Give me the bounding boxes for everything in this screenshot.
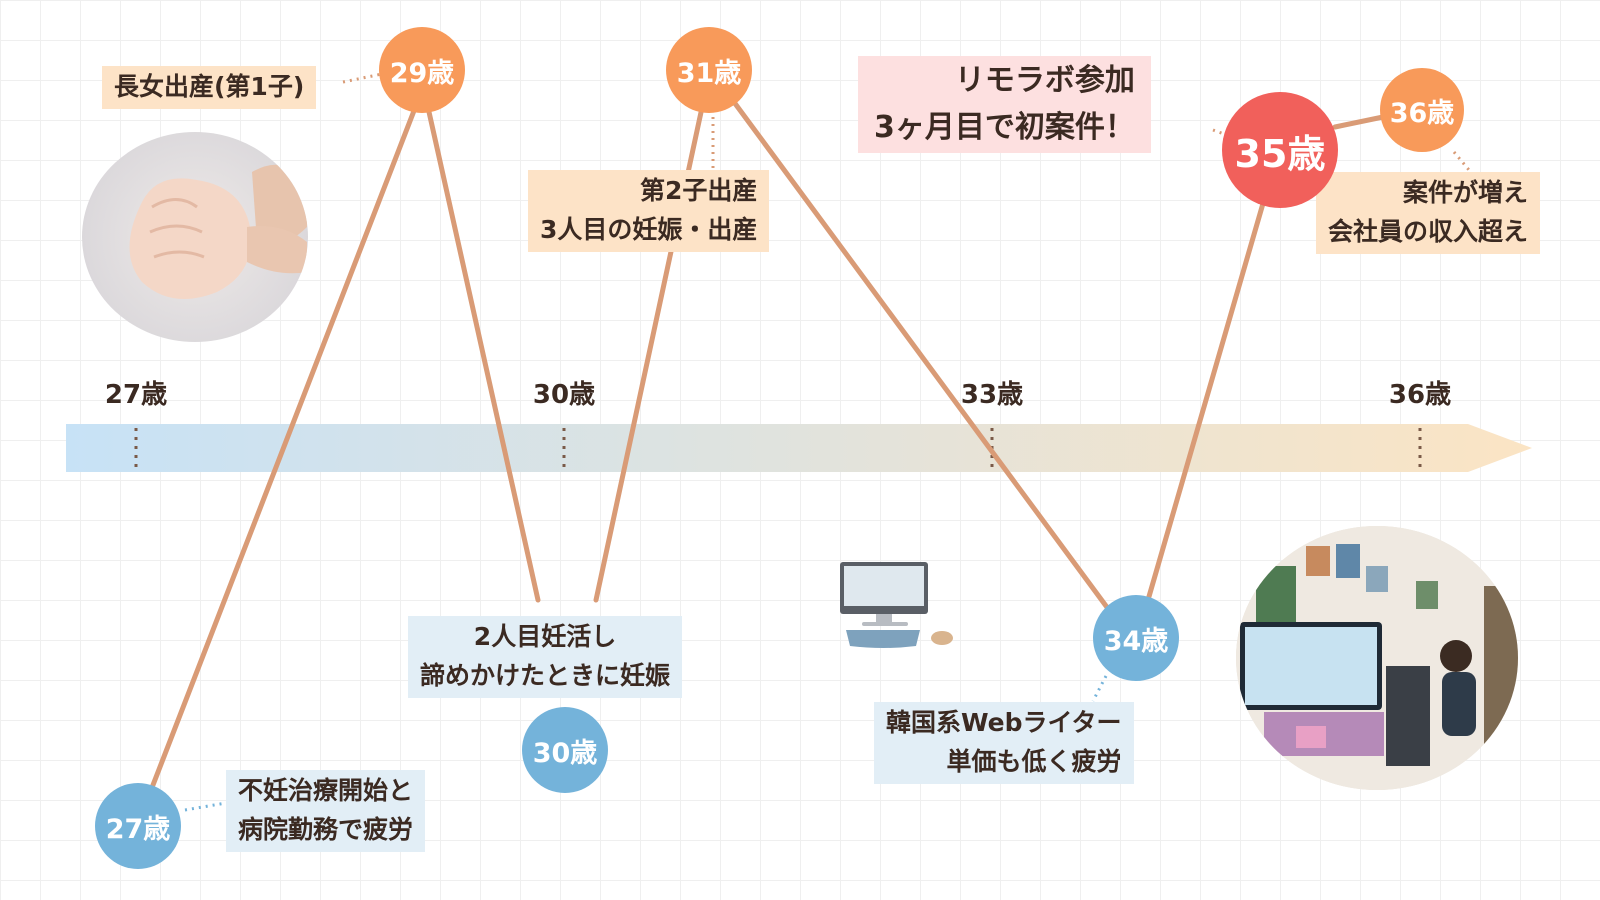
axis-label-30: 30歳: [532, 380, 596, 410]
desktop-computer-icon: [838, 560, 958, 650]
age-circle-35: 35歳: [1222, 92, 1338, 208]
axis-label-27: 27歳: [104, 380, 168, 410]
age-circle-34: 34歳: [1093, 595, 1179, 681]
note-29: 長女出産(第1子): [102, 66, 317, 109]
note-31-line-2: 3人目の妊娠・出産: [540, 214, 758, 244]
note-36: 案件が増え 会社員の収入超え: [1316, 172, 1541, 254]
note-27-line-1: 不妊治療開始と: [238, 776, 414, 805]
note-35: リモラボ参加 3ヶ月目で初案件！: [858, 56, 1151, 153]
note-31-line-1: 第2子出産: [640, 176, 758, 205]
note-35-line-1: リモラボ参加: [954, 63, 1135, 98]
note-27: 不妊治療開始と 病院勤務で疲労: [226, 770, 426, 852]
axis-label-33: 33歳: [960, 380, 1024, 410]
note-31: 第2子出産 3人目の妊娠・出産: [528, 170, 770, 252]
connector-dots-blue: [184, 675, 1108, 812]
axis-ticks: [134, 428, 1422, 472]
connector-dots: [342, 72, 1476, 177]
note-30-line-2: 諦めかけたときに妊娠: [420, 660, 671, 690]
office-photo: [1236, 526, 1518, 790]
age-circle-27: 27歳: [95, 783, 181, 869]
baby-hand-photo: [82, 132, 308, 342]
axis-label-36: 36歳: [1388, 380, 1452, 410]
note-29-line-1: 長女出産(第1子): [114, 72, 305, 101]
note-36-line-2: 会社員の収入超え: [1328, 216, 1529, 246]
age-circle-36: 36歳: [1380, 68, 1464, 152]
life-line: [150, 95, 1386, 788]
note-34: 韓国系Webライター 単価も低く疲労: [874, 702, 1134, 784]
age-circle-29: 29歳: [379, 27, 465, 113]
note-30: 2人目妊活し 諦めかけたときに妊娠: [408, 616, 683, 698]
age-circle-31: 31歳: [666, 27, 752, 113]
note-34-line-2: 単価も低く疲労: [946, 746, 1122, 776]
note-35-line-2: 3ヶ月目で初案件！: [874, 109, 1135, 145]
age-circle-30: 30歳: [522, 707, 608, 793]
note-36-line-1: 案件が増え: [1403, 178, 1529, 207]
note-34-line-1: 韓国系Webライター: [886, 708, 1122, 737]
note-27-line-2: 病院勤務で疲労: [238, 814, 414, 844]
note-30-line-1: 2人目妊活し: [473, 622, 617, 651]
timeline-arrow: [66, 424, 1532, 472]
